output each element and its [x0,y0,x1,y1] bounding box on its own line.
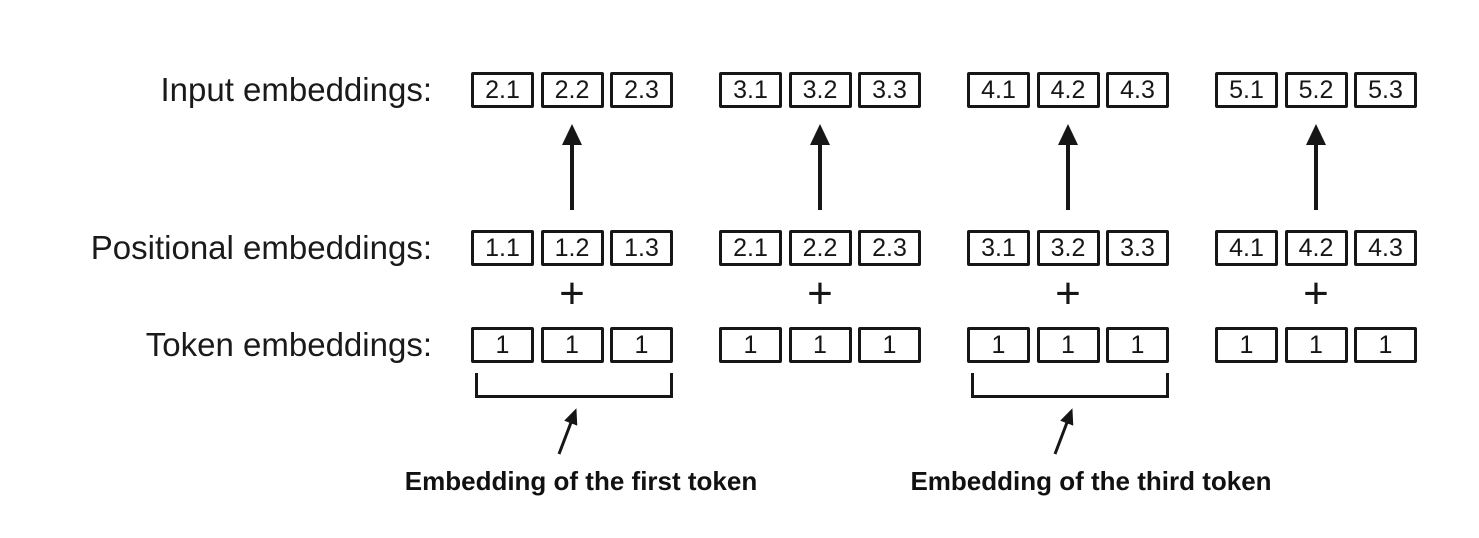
embedding-cell: 2.1 [471,72,534,108]
embedding-cell: 1 [1106,327,1169,363]
embedding-cell: 1 [471,327,534,363]
embedding-cell: 3.2 [1036,230,1100,266]
embedding-cell: 4.2 [1036,72,1100,108]
embedding-cell: 1 [719,327,782,363]
embedding-cell: 1 [1284,327,1348,363]
annotation-arrow-icon [557,408,578,455]
embedding-column-3: 4.1 4.2 4.3 3.1 3.2 3.3 + 1 1 1 [967,0,1169,538]
token-embedding-vector: 1 1 1 [1215,327,1417,363]
embedding-cell: 1 [1215,327,1278,363]
embedding-cell: 4.3 [1354,230,1417,266]
token-embedding-vector: 1 1 1 [719,327,921,363]
embedding-cell: 3.1 [967,230,1030,266]
arrowhead [1058,124,1078,145]
row-label-input-embeddings: Input embeddings: [160,71,432,108]
annotation-label-first-token: Embedding of the first token [404,466,758,496]
arrow-shaft [1066,140,1070,210]
embedding-cell: 1 [1354,327,1417,363]
embedding-cell: 2.2 [540,72,604,108]
embedding-cell: 1 [788,327,852,363]
plus-sign: + [1303,269,1329,318]
embedding-cell: 5.2 [1284,72,1348,108]
token-embedding-vector: 1 1 1 [967,327,1169,363]
embedding-cell: 1.1 [471,230,534,266]
arrowhead [562,124,582,145]
arrow-shaft [1314,140,1318,210]
embedding-cell: 4.3 [1106,72,1169,108]
arrowhead [1306,124,1326,145]
embedding-cell: 1 [610,327,673,363]
embedding-cell: 4.1 [1215,230,1278,266]
embedding-column-4: 5.1 5.2 5.3 4.1 4.2 4.3 + 1 1 1 [1215,0,1417,538]
embedding-cell: 4.1 [967,72,1030,108]
input-embedding-vector: 2.1 2.2 2.3 [471,72,673,108]
input-embedding-vector: 5.1 5.2 5.3 [1215,72,1417,108]
up-arrow-icon [562,124,582,210]
embedding-cell: 2.3 [610,72,673,108]
annotation-arrow-icon [1053,408,1074,455]
row-label-positional-embeddings: Positional embeddings: [90,229,432,266]
row-label-token-embeddings: Token embeddings: [145,326,432,363]
positional-embedding-vector: 2.1 2.2 2.3 [719,230,921,266]
embedding-cell: 1 [540,327,604,363]
embedding-cell: 1 [858,327,921,363]
embedding-cell: 2.2 [788,230,852,266]
embedding-cell: 1 [1036,327,1100,363]
up-arrow-icon [1306,124,1326,210]
arrow-shaft [570,140,574,210]
embedding-column-2: 3.1 3.2 3.3 2.1 2.2 2.3 + 1 1 1 [719,0,921,538]
positional-embedding-vector: 3.1 3.2 3.3 [967,230,1169,266]
plus-sign: + [1055,269,1081,318]
plus-sign: + [807,269,833,318]
embedding-cell: 1.3 [610,230,673,266]
embedding-cell: 1 [967,327,1030,363]
embedding-cell: 3.3 [858,72,921,108]
arrowhead [810,124,830,145]
embedding-column-1: 2.1 2.2 2.3 1.1 1.2 1.3 + 1 1 1 [471,0,673,538]
token-bracket [971,373,1169,398]
embedding-cell: 2.3 [858,230,921,266]
up-arrow-icon [1058,124,1078,210]
embedding-cell: 3.3 [1106,230,1169,266]
input-embedding-vector: 4.1 4.2 4.3 [967,72,1169,108]
up-arrow-icon [810,124,830,210]
embedding-cell: 2.1 [719,230,782,266]
positional-embedding-vector: 4.1 4.2 4.3 [1215,230,1417,266]
positional-embedding-vector: 1.1 1.2 1.3 [471,230,673,266]
token-bracket [475,373,673,398]
plus-sign: + [559,269,585,318]
embedding-cell: 1.2 [540,230,604,266]
embedding-cell: 3.2 [788,72,852,108]
token-embedding-vector: 1 1 1 [471,327,673,363]
embedding-cell: 3.1 [719,72,782,108]
embedding-cell: 4.2 [1284,230,1348,266]
arrow-shaft [818,140,822,210]
embedding-cell: 5.3 [1354,72,1417,108]
embedding-cell: 5.1 [1215,72,1278,108]
annotation-label-third-token: Embedding of the third token [910,466,1272,496]
input-embedding-vector: 3.1 3.2 3.3 [719,72,921,108]
